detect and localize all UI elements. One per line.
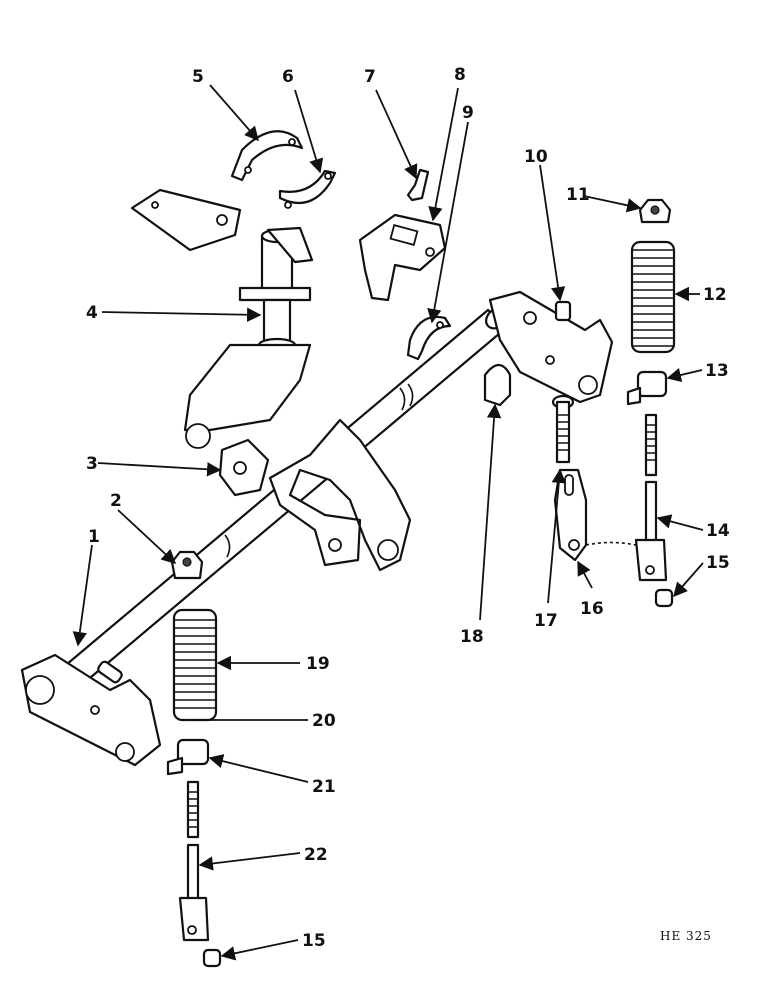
callout-11: 11 [566, 185, 590, 205]
part-8-bracket [358, 213, 447, 302]
callout-1: 1 [88, 527, 100, 547]
callout-10: 10 [524, 147, 548, 167]
part-22-rod [178, 780, 210, 942]
part-20-pin [97, 660, 123, 684]
callout-6: 6 [282, 67, 294, 87]
callout-7: 7 [364, 67, 376, 87]
part-15-bushing-upper [654, 588, 674, 608]
left-end-arm [20, 653, 162, 767]
callout-17: 17 [534, 611, 558, 631]
part-13-swivel [626, 370, 668, 406]
part-7-pin [406, 168, 430, 202]
part-2-nut [170, 550, 204, 580]
part-14-rod [634, 413, 668, 582]
callout-18: 18 [460, 627, 484, 647]
part-3-clamp [218, 438, 270, 497]
part-15-bushing-lower [202, 948, 222, 968]
callout-22: 22 [304, 845, 328, 865]
reference-code: HE 325 [660, 929, 712, 943]
part-11-nut [638, 198, 672, 224]
right-end-arm [488, 290, 614, 404]
callout-5: 5 [192, 67, 204, 87]
part-17-bolt [551, 394, 575, 464]
part-21-swivel [166, 738, 210, 776]
part-10-bushing [554, 300, 572, 322]
callout-21: 21 [312, 777, 336, 797]
callout-12: 12 [703, 285, 727, 305]
callout-4: 4 [86, 303, 98, 323]
callout-15-lower: 15 [302, 931, 326, 951]
callout-8: 8 [454, 65, 466, 85]
part-5-clamp-half [230, 130, 304, 182]
callout-16: 16 [580, 599, 604, 619]
center-bracket [268, 418, 412, 572]
callout-15-upper: 15 [706, 553, 730, 573]
part-6-clamp-half [278, 169, 337, 209]
part-4-pivot-bracket [130, 188, 314, 449]
callout-19: 19 [306, 654, 330, 674]
callout-9: 9 [462, 103, 474, 123]
part-9-clamp-half [406, 315, 452, 361]
callout-13: 13 [705, 361, 729, 381]
part-12-spring [630, 240, 676, 354]
callout-20: 20 [312, 711, 336, 731]
callout-14: 14 [706, 521, 730, 541]
part-18-clamp [483, 363, 512, 407]
leader-lines [72, 84, 704, 961]
callout-labels: 1 2 3 4 5 6 7 8 9 10 11 12 13 14 15 16 1… [86, 65, 730, 951]
callout-2: 2 [110, 491, 122, 511]
part-16-link [553, 468, 637, 562]
callout-3: 3 [86, 454, 98, 474]
part-19-spring [172, 608, 218, 722]
